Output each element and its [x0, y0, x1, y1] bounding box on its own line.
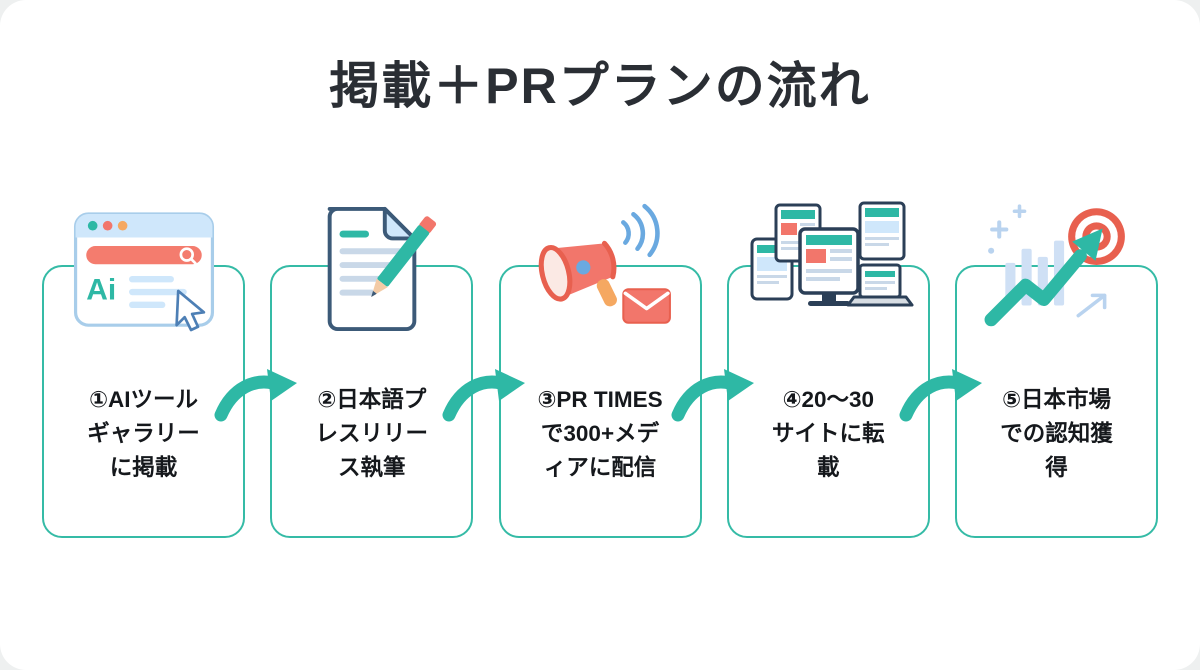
- step-label: ⑤日本市場 での認知獲 得: [1000, 387, 1113, 480]
- step-card-3: ③PR TIMES で300+メデ ィアに配信: [498, 203, 754, 538]
- flow-steps: Ai ①AIツール ギャラリー に掲載: [42, 201, 1158, 538]
- press-release-writing-icon: [294, 193, 450, 343]
- step-label: ①AIツール ギャラリー に掲載: [87, 387, 200, 480]
- step-card-5: ⑤日本市場 での認知獲 得: [955, 203, 1158, 538]
- flow-arrow-icon: [669, 361, 757, 425]
- step-label: ③PR TIMES で300+メデ ィアに配信: [537, 387, 663, 480]
- step-card-2: ②日本語プ レスリリー ス執筆: [270, 206, 526, 538]
- step-card-4: ④20〜30 サイトに転 載: [726, 201, 982, 538]
- step-label: ②日本語プ レスリリー ス執筆: [315, 387, 428, 480]
- flow-arrow-icon: [897, 361, 985, 425]
- flow-arrow-icon: [440, 361, 528, 425]
- step-label: ④20〜30 サイトに転 載: [771, 387, 885, 480]
- growth-target-icon: [979, 193, 1135, 343]
- browser-logo-text: Ai: [86, 273, 116, 306]
- flow-arrow-icon: [212, 361, 300, 425]
- page-title: 掲載＋PRプランの流れ: [329, 58, 871, 114]
- media-sites-repost-icon: [750, 193, 914, 343]
- step-card-1: Ai ①AIツール ギャラリー に掲載: [42, 211, 297, 538]
- ai-tool-gallery-browser-icon: Ai: [66, 193, 222, 343]
- megaphone-distribution-icon: [522, 193, 678, 343]
